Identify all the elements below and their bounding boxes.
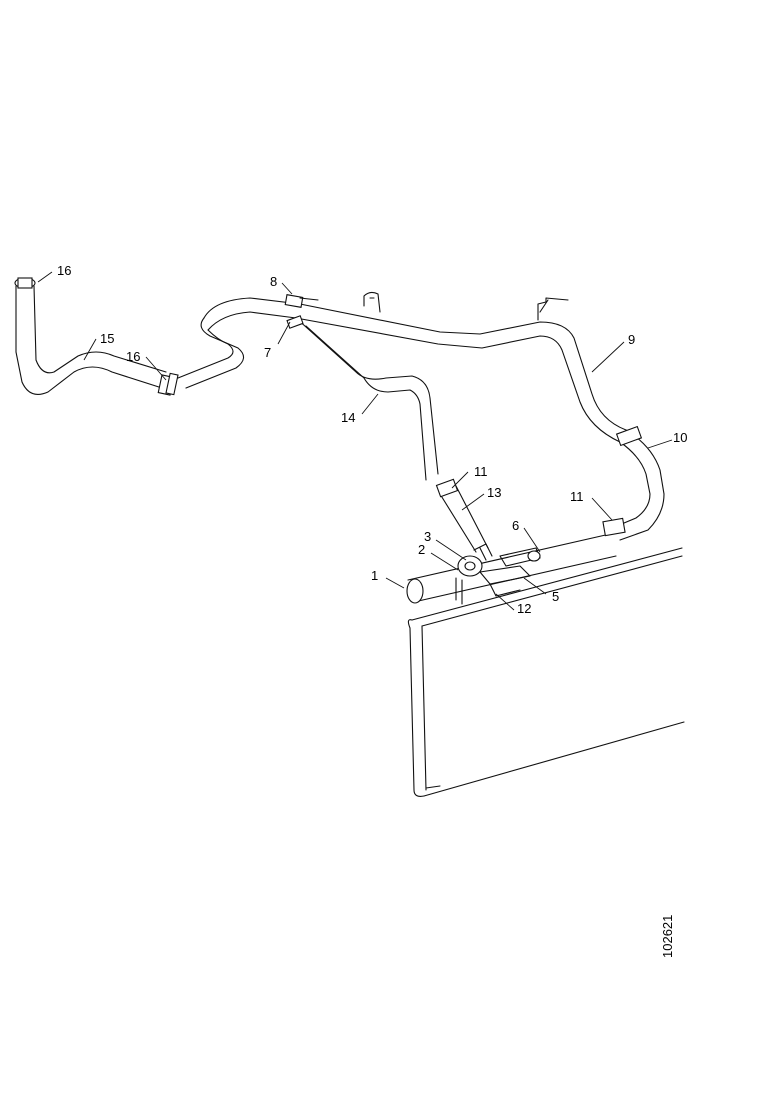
callout-15: 15: [100, 331, 114, 346]
callout-11-right: 11: [570, 489, 584, 504]
hose-15: [14, 277, 179, 396]
callout-6: 6: [512, 518, 519, 533]
callout-14: 14: [341, 410, 355, 425]
callout-16-top: 16: [57, 263, 71, 278]
leader-lines: [37, 271, 673, 611]
mounting-brackets: [363, 291, 569, 321]
callout-1: 1: [371, 568, 378, 583]
callout-10: 10: [673, 430, 687, 445]
callout-5: 5: [552, 589, 559, 604]
callout-16-mid: 16: [126, 349, 140, 364]
callout-12: 12: [517, 601, 531, 616]
hose-13: [435, 478, 489, 553]
upper-hose-run: [177, 297, 627, 481]
figure-id: 102621: [660, 915, 675, 958]
callout-8: 8: [270, 274, 277, 289]
callout-11-upper: 11: [474, 464, 488, 479]
radiator-panel: [407, 547, 685, 797]
hose-10: [602, 425, 665, 541]
callout-13: 13: [487, 485, 501, 500]
connector-assembly: [455, 543, 541, 605]
callout-9: 9: [628, 332, 635, 347]
callout-2: 2: [418, 542, 425, 557]
callout-labels: 1 2 3 5 6 7 8 9 10 11 11 12 13 14 15 16 …: [57, 263, 687, 616]
callout-3: 3: [424, 529, 431, 544]
tank-pipe: [406, 533, 617, 604]
clamp-7-8: [284, 294, 319, 329]
callout-7: 7: [264, 345, 271, 360]
